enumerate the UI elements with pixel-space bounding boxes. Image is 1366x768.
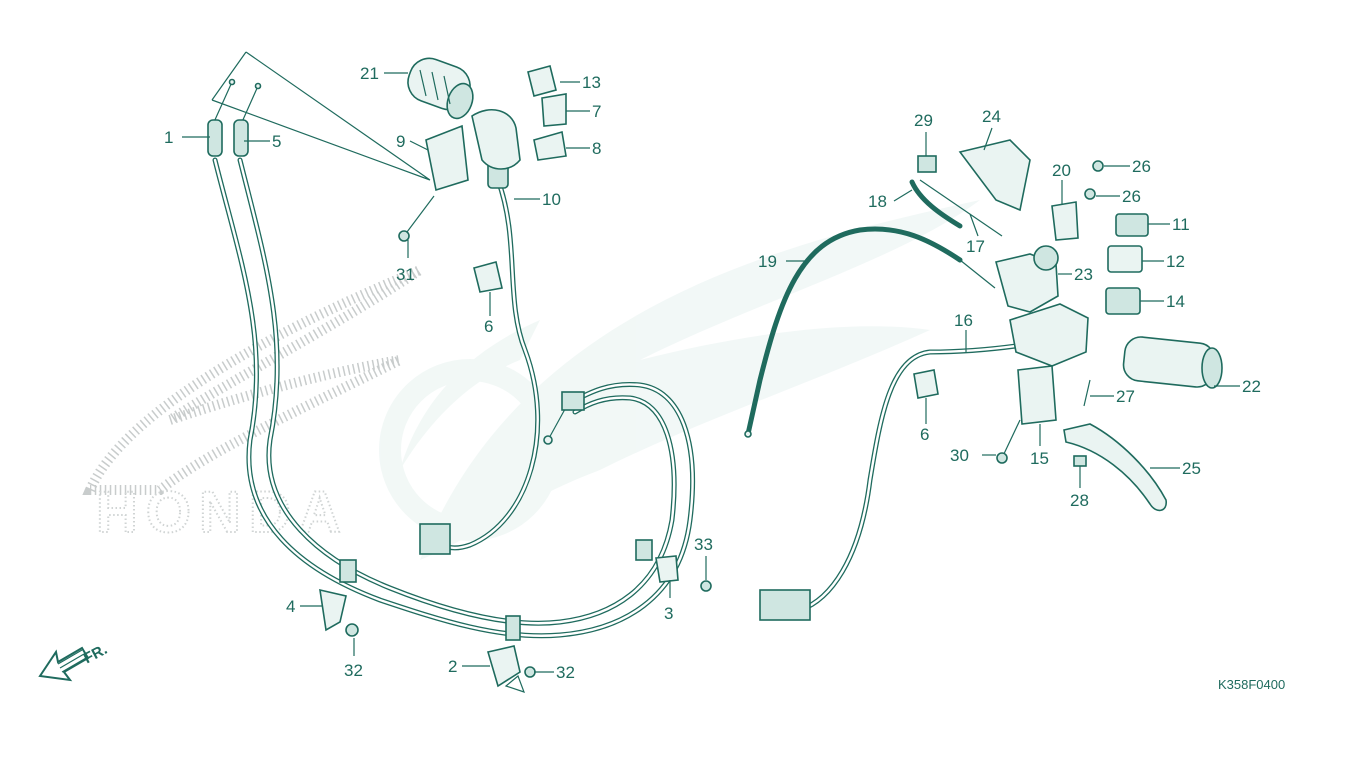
throttle-cable-assembly: [207, 51, 712, 693]
background-wing-logo: [379, 200, 980, 560]
callout-11: 11: [1172, 215, 1190, 234]
callout-29: 29: [914, 111, 933, 130]
callout-33: 33: [694, 535, 713, 554]
honda-watermark-text: HONDA: [96, 480, 349, 545]
callout-28: 28: [1070, 491, 1089, 510]
callout-labels: 1 2 3 4 5 6 6 7 8 9 10 11 12 13 14 15 16…: [164, 64, 1261, 682]
callout-25: 25: [1182, 459, 1201, 478]
callout-13: 13: [582, 73, 601, 92]
callout-15: 15: [1030, 449, 1049, 468]
callout-6-left: 6: [484, 317, 493, 336]
front-direction-indicator: FR.: [38, 641, 110, 682]
callout-32-left: 32: [344, 661, 363, 680]
callout-7: 7: [592, 102, 601, 121]
callout-17: 17: [966, 237, 985, 256]
callout-19: 19: [758, 252, 777, 271]
callout-8: 8: [592, 139, 601, 158]
callout-2: 2: [448, 657, 457, 676]
callout-10: 10: [542, 190, 561, 209]
callout-24: 24: [982, 107, 1001, 126]
callout-20: 20: [1052, 161, 1071, 180]
callout-16: 16: [954, 311, 973, 330]
callout-5: 5: [272, 132, 281, 151]
callout-32-right: 32: [556, 663, 575, 682]
callout-leaders: [182, 72, 1240, 673]
callout-3: 3: [664, 604, 673, 623]
callout-21: 21: [360, 64, 379, 83]
callout-27: 27: [1116, 387, 1135, 406]
callout-30: 30: [950, 446, 969, 465]
callout-26-lower: 26: [1122, 187, 1141, 206]
callout-22: 22: [1242, 377, 1261, 396]
callout-18: 18: [868, 192, 887, 211]
callout-12: 12: [1166, 252, 1185, 271]
lever-cable-assembly: [744, 139, 1223, 621]
callout-4: 4: [286, 597, 295, 616]
honda-wing-watermark: HONDA: [82, 265, 423, 546]
front-label: FR.: [81, 641, 110, 667]
callout-23: 23: [1074, 265, 1093, 284]
callout-9: 9: [396, 132, 405, 151]
callout-31: 31: [396, 265, 415, 284]
callout-1: 1: [164, 128, 173, 147]
callout-6-right: 6: [920, 425, 929, 444]
callout-26-upper: 26: [1132, 157, 1151, 176]
callout-14: 14: [1166, 292, 1185, 311]
front-arrow-icon: [38, 646, 90, 682]
figure-code: K358F0400: [1218, 677, 1285, 692]
